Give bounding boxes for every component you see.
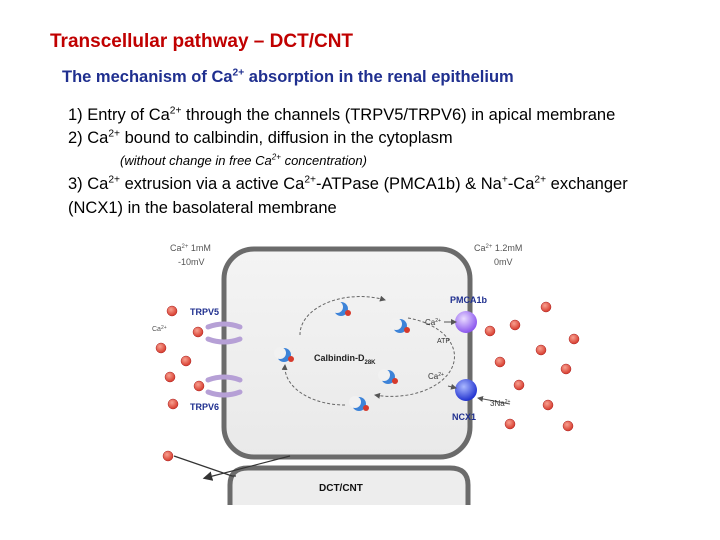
point-3-p2: extrusion via a active Ca	[120, 175, 305, 193]
point-3-p5: exchanger	[546, 175, 628, 193]
ncx-ca-arrow	[447, 383, 457, 390]
calcium-ion	[180, 355, 192, 367]
point-3-s2: 2+	[304, 174, 317, 186]
calcium-ion	[193, 380, 205, 392]
point-3-line-2: (NCX1) in the basolateral membrane	[68, 199, 337, 217]
trpv5-label: TRPV5	[190, 307, 219, 317]
note-pre: (without change in free Ca	[120, 153, 272, 168]
point-2-note: (without change in free Ca2+ concentrati…	[120, 153, 367, 168]
calcium-ion	[513, 379, 525, 391]
diffusion-arrow-top	[299, 295, 386, 336]
point-3-s3: +	[501, 174, 508, 186]
interstitium-concentration-label: Ca2+ 1.2mM	[474, 243, 522, 253]
paracellular-line	[173, 455, 233, 477]
calcium-ion	[568, 333, 580, 345]
calcium-ion	[484, 325, 496, 337]
point-3-p4: -Ca	[507, 175, 535, 193]
ncx-na-arrow	[477, 395, 511, 405]
calcium-ion	[509, 319, 521, 331]
calcium-ion	[542, 399, 554, 411]
trpv6-label: TRPV6	[190, 402, 219, 412]
point-2-sup: 2+	[108, 128, 121, 140]
point-3-p3: -ATPase (PMCA1b) & Na	[316, 175, 502, 193]
calbindin-molecule	[390, 318, 410, 333]
calcium-ion	[166, 305, 178, 317]
calcium-ion	[540, 301, 552, 313]
note-post: concentration)	[280, 153, 367, 168]
note-sup: 2+	[271, 152, 281, 162]
calcium-ion	[560, 363, 572, 375]
atp-label: ATP	[437, 338, 450, 345]
trpv6-channel	[205, 374, 243, 398]
point-1: 1) Entry of Ca2+ through the channels (T…	[68, 106, 615, 125]
calcium-ion	[562, 420, 574, 432]
point-3-p1: 3) Ca	[68, 175, 109, 193]
diffusion-arrow-right	[374, 317, 455, 399]
point-2: 2) Ca2+ bound to calbindin, diffusion in…	[68, 129, 453, 148]
slide-subtitle: The mechanism of Ca2+ absorption in the …	[62, 68, 514, 87]
calcium-ion	[162, 450, 174, 462]
segment-label: DCT/CNT	[319, 483, 363, 494]
calcium-ion	[155, 342, 167, 354]
calcium-ion	[164, 371, 176, 383]
point-1-sup: 2+	[169, 105, 182, 117]
calcium-ion	[494, 356, 506, 368]
calcium-ion	[504, 418, 516, 430]
point-3-s4: 2+	[534, 174, 547, 186]
subtitle-post: absorption in the renal epithelium	[244, 68, 514, 86]
point-1-pre: 1) Entry of Ca	[68, 106, 170, 124]
calbindin-molecule	[349, 396, 369, 411]
ncx1-label: NCX1	[452, 412, 476, 422]
adjacent-cell	[227, 465, 471, 505]
ncx-na-label: 3Na2+	[490, 399, 510, 408]
ncx-ca-label: Ca2+	[428, 372, 444, 381]
interstitium-voltage-label: 0mV	[494, 257, 513, 267]
calbindin-molecule	[331, 301, 351, 316]
calbindin-label: Calbindin-D28K	[314, 353, 376, 366]
point-1-post: through the channels (TRPV5/TRPV6) in ap…	[181, 106, 616, 124]
pmca-ca-label: Ca2+	[425, 318, 441, 327]
pmca-pump	[455, 311, 477, 333]
calbindin-molecule	[378, 369, 398, 384]
ncx1-exchanger	[455, 379, 477, 401]
point-3-s1: 2+	[108, 174, 121, 186]
point-2-pre: 2) Ca	[68, 129, 109, 147]
trpv5-channel	[205, 321, 243, 345]
calcium-ion	[535, 344, 547, 356]
subtitle-pre: The mechanism of Ca	[62, 68, 233, 86]
subtitle-sup: 2+	[232, 67, 245, 79]
pmca-label: PMCA1b	[450, 295, 488, 305]
calcium-ion	[167, 398, 179, 410]
calcium-ion	[192, 326, 204, 338]
paracellular-arrow	[202, 455, 291, 481]
lumen-concentration-label: Ca2+ 1mM	[170, 243, 211, 253]
point-3: 3) Ca2+ extrusion via a active Ca2+-ATPa…	[68, 175, 628, 194]
slide-title: Transcellular pathway – DCT/CNT	[50, 31, 354, 52]
lumen-voltage-label: -10mV	[178, 257, 205, 267]
epithelial-cell	[221, 246, 473, 460]
point-2-post: bound to calbindin, diffusion in the cyt…	[120, 129, 453, 147]
calbindin-molecule	[274, 347, 294, 362]
apical-ca-label: Ca2+	[152, 325, 167, 333]
diffusion-arrow-bottom	[281, 364, 346, 406]
